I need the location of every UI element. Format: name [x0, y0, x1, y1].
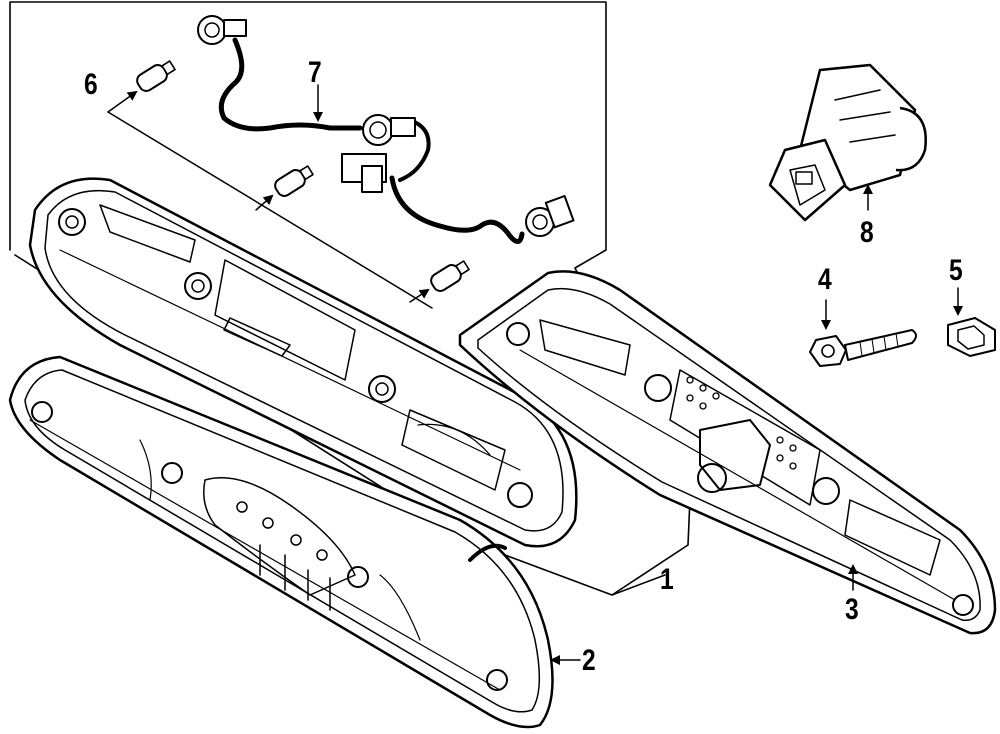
part-2-lamp-lens	[8, 355, 554, 729]
part-5-nut-clip	[947, 317, 996, 357]
callout-4: 4	[818, 263, 832, 296]
callout-7: 7	[308, 56, 322, 89]
callout-5: 5	[949, 254, 963, 287]
part-7-wiring-harness	[197, 15, 575, 244]
part-6-leader	[107, 90, 433, 309]
callout-1: 1	[660, 563, 674, 596]
part-3-lamp-housing	[458, 270, 997, 635]
part-8-camera	[768, 63, 927, 222]
part-1-leader	[611, 574, 666, 596]
callout-8: 8	[860, 216, 874, 249]
part-1-high-mount-lamp-assembly	[9, 1, 691, 596]
part-6-bulbs	[136, 60, 470, 292]
callout-3: 3	[845, 593, 859, 626]
callout-6: 6	[84, 68, 98, 101]
part-4-screw	[809, 329, 917, 367]
callout-2: 2	[582, 644, 596, 677]
